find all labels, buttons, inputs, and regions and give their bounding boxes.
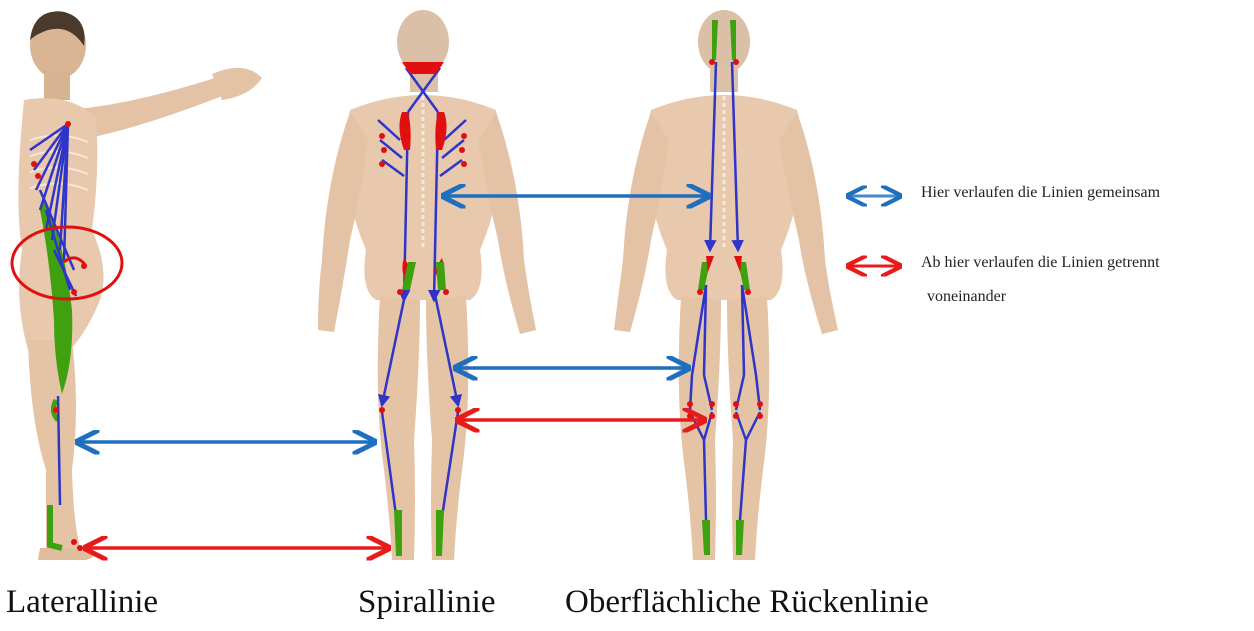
caption-back-line: Oberflächliche Rückenlinie: [565, 584, 929, 621]
legend-split-label: Ab hier verlaufen die Linien getrennt: [921, 254, 1160, 272]
back-line-figure: [614, 10, 838, 560]
legend-split-label-continued: voneinander: [927, 288, 1006, 306]
caption-spiral-line: Spirallinie: [358, 584, 495, 621]
legend-shared-label: Hier verlaufen die Linien gemeinsam: [921, 184, 1160, 202]
lateral-figure: [12, 11, 262, 560]
spiral-figure: [318, 10, 536, 560]
caption-lateral-line: Laterallinie: [6, 584, 158, 621]
